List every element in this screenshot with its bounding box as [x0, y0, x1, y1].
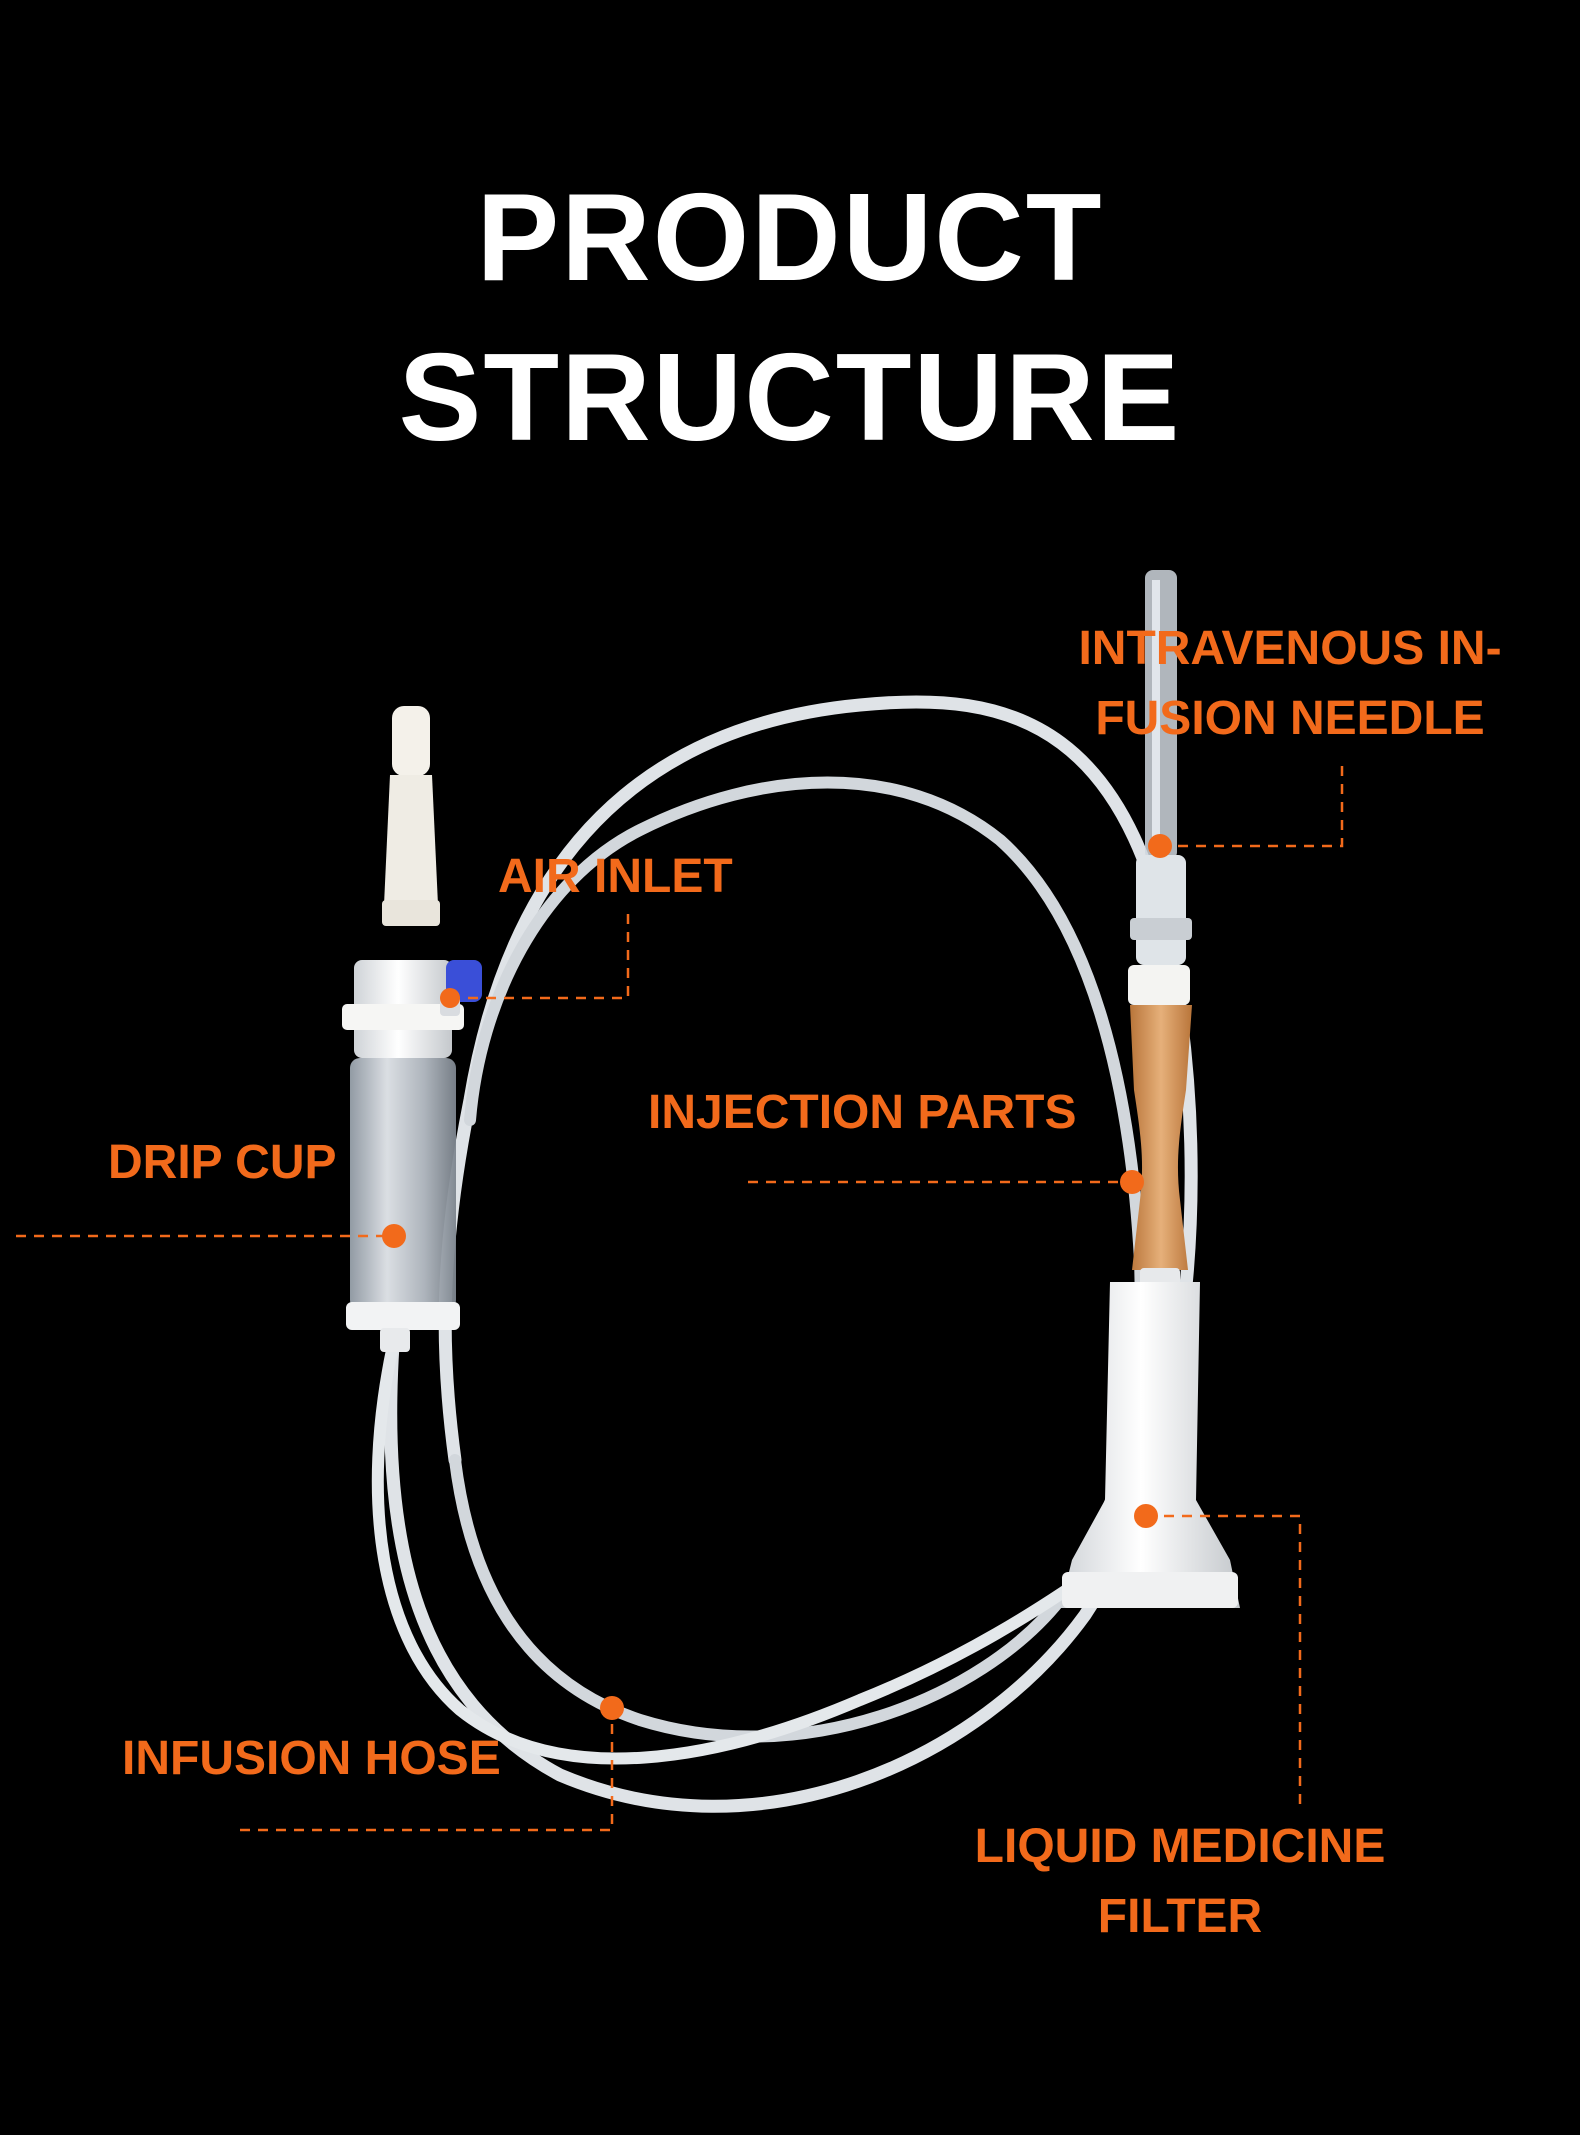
drip-chamber-body	[350, 1058, 456, 1310]
label-filter-line1: LIQUID MEDICINE	[974, 1820, 1386, 1873]
air-inlet-leader-line	[450, 908, 630, 1000]
filter-base	[1062, 1572, 1238, 1608]
label-infusion-hose: INFUSION HOSE	[122, 1732, 501, 1785]
label-drip-cup: DRIP CUP	[108, 1136, 337, 1189]
hose-loop-inner	[449, 776, 1147, 1743]
filter-callout-dot	[1134, 1504, 1158, 1528]
injection-callout-dot	[1120, 1170, 1144, 1194]
page-title-line1: PRODUCT	[476, 169, 1104, 307]
air-inlet-callout-dot	[440, 988, 460, 1008]
callouts	[16, 758, 1344, 1832]
chamber-cap-rim	[342, 1004, 464, 1030]
spike-body	[384, 775, 438, 905]
label-needle-line1: INTRAVENOUS IN-	[1078, 622, 1502, 675]
label-injection-parts: INJECTION PARTS	[648, 1086, 1077, 1139]
needle-hub	[1136, 855, 1186, 965]
needle-callout-dot	[1148, 834, 1172, 858]
connector-white	[1128, 965, 1190, 1005]
label-filter-line2: FILTER	[1097, 1890, 1263, 1943]
label-needle-line2: FUSION NEEDLE	[1095, 692, 1485, 745]
needle-sheath-highlight	[1152, 580, 1160, 850]
liquid-medicine-filter	[1060, 1282, 1240, 1608]
page-title-line2: STRUCTURE	[398, 329, 1182, 467]
drip-chamber-outlet	[380, 1328, 410, 1352]
injection-site	[1130, 1005, 1192, 1270]
drip-cup-callout-dot	[382, 1224, 406, 1248]
spike-tip	[392, 706, 430, 776]
infusion-hose-callout-dot	[600, 1696, 624, 1720]
needle-leader-line	[1160, 758, 1344, 848]
needle-filter-assembly	[1060, 570, 1240, 1608]
callout-dots	[382, 834, 1172, 1720]
drip-chamber-bottom	[346, 1302, 460, 1330]
hose-connector-to-filter	[371, 1339, 1116, 1765]
infusion-hose-leader-line	[240, 1708, 614, 1832]
filter-leader-line	[1146, 1514, 1302, 1808]
spike-flange	[382, 900, 440, 926]
label-air-inlet: AIR INLET	[498, 850, 733, 903]
drip-chamber-assembly	[342, 706, 482, 1352]
needle-hub-ring	[1130, 918, 1192, 940]
